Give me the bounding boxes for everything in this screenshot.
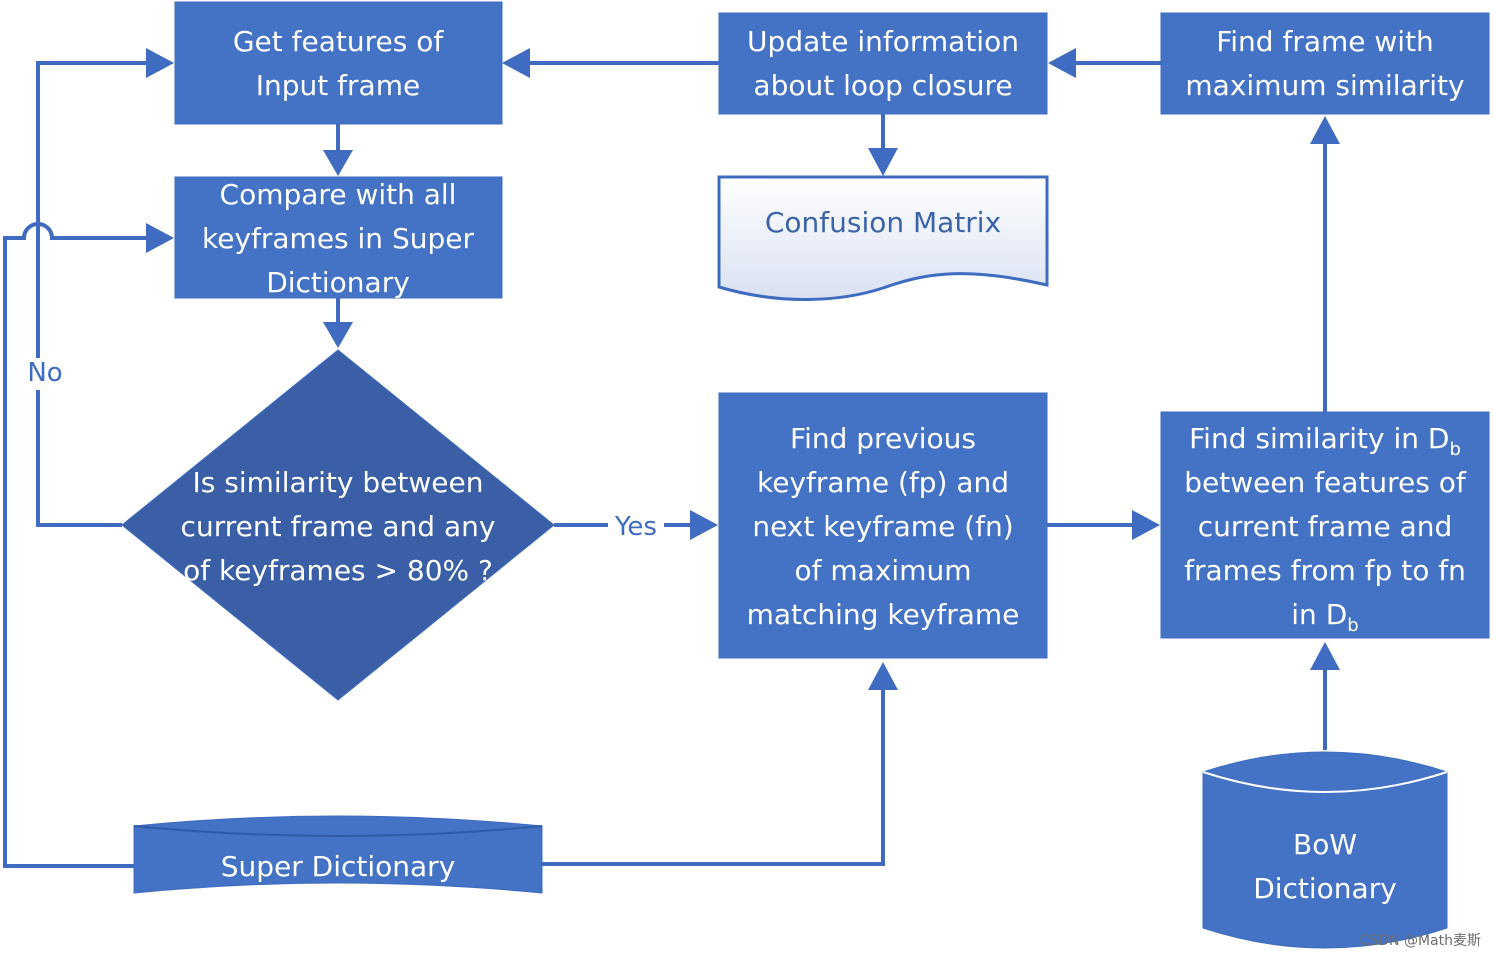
compare-line-2: keyframes in Super	[202, 222, 474, 255]
storage-bow-dictionary: BoW Dictionary	[1202, 751, 1448, 949]
find-sim-line-5: in Db	[1291, 598, 1358, 636]
arrowhead-superdict-to-compare	[146, 223, 174, 253]
find-max-line-2: maximum similarity	[1185, 69, 1464, 102]
connectors	[3, 48, 1340, 868]
find-prev-line-2: keyframe (fp) and	[757, 466, 1009, 499]
storage-super-dictionary: Super Dictionary	[133, 815, 543, 894]
get-features-line-2: Input frame	[256, 69, 420, 102]
find-sim-line-1-text: Find similarity in D	[1189, 422, 1449, 455]
find-prev-line-1: Find previous	[790, 422, 976, 455]
update-line-1: Update information	[747, 25, 1019, 58]
get-features-line-1: Get features of	[233, 25, 445, 58]
find-sim-line-5-sub: b	[1347, 615, 1358, 636]
compare-line-3: Dictionary	[266, 266, 410, 299]
process-find-prev-next: Find previous keyframe (fp) and next key…	[718, 392, 1048, 659]
find-sim-line-3: current frame and	[1198, 510, 1453, 543]
document-confusion-matrix: Confusion Matrix	[717, 175, 1049, 301]
update-line-2: about loop closure	[753, 69, 1012, 102]
arrowhead-compare-to-decision	[323, 322, 353, 348]
decision-line-1: Is similarity between	[193, 466, 484, 499]
watermark-text: CSDN @Math麦斯	[1359, 933, 1481, 949]
super-dict-label: Super Dictionary	[221, 850, 456, 883]
find-sim-line-1: Find similarity in Db	[1189, 422, 1461, 460]
arrowhead-features-to-compare	[323, 150, 353, 176]
compare-line-1: Compare with all	[220, 178, 457, 211]
decision-similarity: Is similarity between current frame and …	[121, 349, 555, 701]
process-compare: Compare with all keyframes in Super Dict…	[174, 176, 503, 299]
arrowhead-superdict-to-findprev	[868, 662, 898, 690]
yes-label: Yes	[614, 512, 657, 542]
arrowhead-findprev-to-findsim	[1132, 510, 1160, 540]
arrowhead-findmax-to-update	[1048, 48, 1076, 78]
decision-line-2: current frame and any	[181, 510, 496, 543]
edge-superdict-to-findprev	[542, 690, 885, 866]
find-prev-line-4: of maximum	[795, 554, 972, 587]
find-prev-line-5: matching keyframe	[747, 598, 1020, 631]
arrowhead-findsim-to-findmax	[1310, 116, 1340, 144]
find-sim-line-2: between features of	[1184, 466, 1467, 499]
arrowhead-bow-to-findsim	[1310, 642, 1340, 670]
process-find-similarity: Find similarity in Db between features o…	[1160, 411, 1490, 639]
edge-decision-no	[36, 61, 146, 527]
arrowhead-decision-yes	[690, 510, 718, 540]
no-label: No	[27, 358, 62, 388]
process-get-features: Get features of Input frame	[174, 1, 503, 125]
confusion-label: Confusion Matrix	[765, 206, 1001, 239]
find-sim-line-5-text: in D	[1291, 598, 1347, 631]
find-max-line-1: Find frame with	[1216, 25, 1434, 58]
find-sim-line-1-sub: b	[1449, 439, 1460, 460]
find-prev-line-3: next keyframe (fn)	[752, 510, 1013, 543]
find-sim-line-4: frames from fp to fn	[1184, 554, 1466, 587]
edge-superdict-to-compare	[3, 222, 146, 868]
bow-line-1: BoW	[1293, 828, 1357, 861]
decision-line-3: of keyframes > 80% ?	[183, 554, 493, 587]
process-update: Update information about loop closure	[718, 12, 1048, 115]
arrowhead-update-to-confusion	[868, 148, 898, 176]
process-find-max: Find frame with maximum similarity	[1160, 12, 1490, 115]
bow-line-2: Dictionary	[1253, 872, 1397, 905]
arrowhead-decision-no	[146, 48, 174, 78]
arrowhead-update-to-features	[502, 48, 530, 78]
